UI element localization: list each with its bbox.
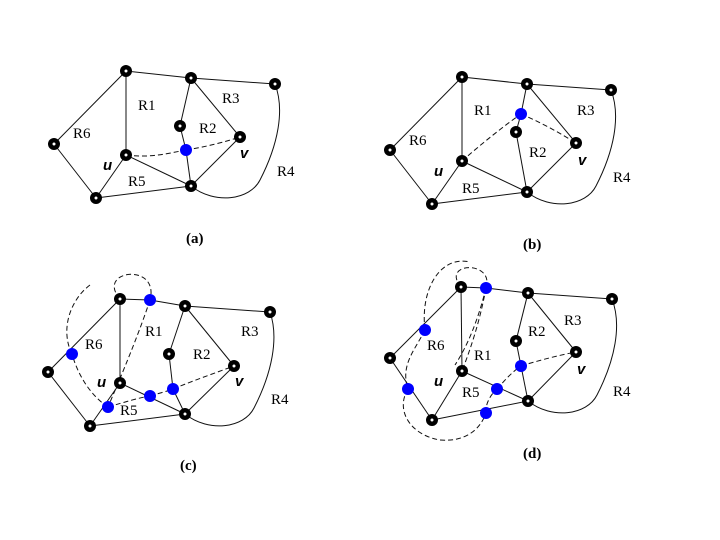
region-label: R3 <box>222 91 240 107</box>
graph-vertex <box>163 348 175 360</box>
region-label: R2 <box>193 347 211 363</box>
panel-caption: (b) <box>523 237 541 253</box>
region-label: R1 <box>474 348 492 364</box>
panel-c: R1 R2 R3 R4 R5 R6 u v (c) <box>42 273 289 474</box>
added-vertex <box>66 348 78 360</box>
panel-c-vertices <box>42 293 276 432</box>
added-vertex <box>102 401 114 413</box>
vertex-label-v: v <box>240 145 250 162</box>
panel-c-edges <box>47 273 275 427</box>
region-label: R4 <box>271 392 289 408</box>
graph-vertex-u <box>456 155 468 167</box>
panel-caption: (d) <box>523 446 541 462</box>
panel-d-vertices <box>384 281 618 426</box>
vertex-label-u: u <box>434 163 443 180</box>
graph-vertex <box>84 420 96 432</box>
region-label: R2 <box>528 324 546 340</box>
graph-vertex <box>90 192 102 204</box>
region-label: R3 <box>564 313 582 329</box>
graph-vertex <box>521 186 533 198</box>
region-label: R6 <box>73 126 91 142</box>
graph-vertex-u <box>456 365 468 377</box>
region-label: R3 <box>241 324 259 340</box>
graph-vertex <box>269 78 281 90</box>
panel-a: R1 R2 R3 R4 R5 R6 u v (a) <box>48 65 295 247</box>
region-label: R1 <box>474 103 492 119</box>
graph-vertex <box>426 414 438 426</box>
region-label: R4 <box>613 170 631 186</box>
graph-vertex <box>234 131 246 143</box>
graph-vertex <box>179 300 191 312</box>
panel-a-vertices <box>48 65 281 204</box>
added-vertex <box>515 360 527 372</box>
graph-vertex <box>228 360 240 372</box>
added-vertex <box>167 383 179 395</box>
panel-d: R1 R2 R3 R4 R5 R6 u v (d) <box>384 260 631 462</box>
added-vertex <box>402 383 414 395</box>
graph-vertex <box>114 293 126 305</box>
graph-vertex <box>174 120 186 132</box>
graph-vertex-u <box>120 149 132 161</box>
region-label: R1 <box>138 98 156 114</box>
panel-a-edges <box>53 70 281 199</box>
added-vertex <box>515 108 527 120</box>
graph-vertex <box>522 395 534 407</box>
graph-vertex <box>522 287 534 299</box>
region-label: R6 <box>409 133 427 149</box>
graph-vertex <box>185 180 197 192</box>
vertex-label-v: v <box>577 361 587 378</box>
graph-vertex <box>384 144 396 156</box>
graph-vertex <box>455 281 467 293</box>
panel-d-edges <box>389 260 618 441</box>
graph-vertex <box>48 138 60 150</box>
graph-vertex <box>42 366 54 378</box>
graph-vertex <box>179 408 191 420</box>
region-label: R1 <box>145 324 163 340</box>
vertex-label-u: u <box>434 373 443 390</box>
region-label: R2 <box>199 121 217 137</box>
added-vertex <box>480 282 492 294</box>
graph-vertex <box>264 306 276 318</box>
region-label: R5 <box>462 181 480 197</box>
panel-b-vertices <box>384 71 617 210</box>
graph-vertex <box>570 346 582 358</box>
added-vertex <box>144 390 156 402</box>
vertex-label-u: u <box>97 374 106 391</box>
graph-vertex <box>384 352 396 364</box>
region-label: R5 <box>128 174 146 190</box>
region-label: R6 <box>85 337 103 353</box>
region-label: R5 <box>462 385 480 401</box>
graph-vertex <box>605 84 617 96</box>
added-vertex <box>419 324 431 336</box>
graph-vertex-u <box>114 377 126 389</box>
graph-vertex <box>521 78 533 90</box>
graph-vertex <box>510 335 522 347</box>
region-label: R3 <box>577 103 595 119</box>
added-vertex <box>180 144 192 156</box>
region-label: R4 <box>277 164 295 180</box>
graph-vertex <box>185 72 197 84</box>
vertex-label-v: v <box>578 152 588 169</box>
panel-caption: (a) <box>186 231 204 247</box>
added-vertex <box>491 383 503 395</box>
graph-vertex <box>606 293 618 305</box>
added-vertex <box>480 407 492 419</box>
region-label: R5 <box>120 403 138 419</box>
region-label: R4 <box>613 384 631 400</box>
added-vertex <box>144 294 156 306</box>
graph-vertex <box>426 198 438 210</box>
graph-vertex <box>510 126 522 138</box>
graph-vertex <box>120 65 132 77</box>
graph-vertex <box>570 137 582 149</box>
region-label: R2 <box>529 145 547 161</box>
graph-vertex <box>456 71 468 83</box>
panel-caption: (c) <box>180 458 197 474</box>
region-label: R6 <box>427 338 445 354</box>
vertex-label-v: v <box>235 373 245 390</box>
vertex-label-u: u <box>103 157 112 174</box>
panel-b: R1 R2 R3 R4 R5 R6 u v (b) <box>384 71 631 253</box>
